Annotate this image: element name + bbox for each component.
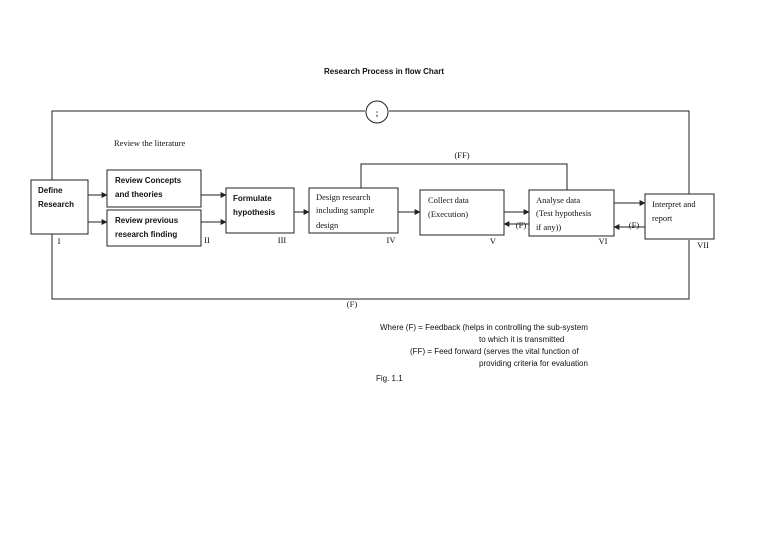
chart-title: Research Process in flow Chart bbox=[324, 67, 444, 76]
box-findings-line1: Review previous bbox=[115, 216, 179, 225]
top-connector-node bbox=[365, 100, 389, 124]
numeral-iii: III bbox=[278, 235, 287, 245]
box-analyse-line3: if any)) bbox=[536, 222, 561, 232]
box-formulate-hypothesis: Formulate hypothesis bbox=[225, 187, 295, 234]
numeral-vii: VII bbox=[697, 240, 709, 250]
outer-loop-top-right bbox=[389, 110, 690, 194]
box-define-line2: Research bbox=[38, 200, 74, 209]
feedback-label-vi-vii: (F) bbox=[629, 220, 640, 230]
box-collect-data: Collect data (Execution) bbox=[419, 189, 505, 236]
legend-line-2: to which it is transmitted bbox=[479, 335, 564, 344]
feed-forward-line bbox=[360, 163, 568, 190]
box-design-line1: Design research bbox=[316, 192, 371, 202]
box-hypothesis-line2: hypothesis bbox=[233, 208, 276, 217]
box-define-research: Define Research bbox=[30, 179, 89, 235]
numeral-iv: IV bbox=[387, 235, 397, 245]
box-define-line1: Define bbox=[38, 186, 63, 195]
box-review-findings: Review previous research finding bbox=[106, 209, 202, 247]
box-concepts-line1: Review Concepts bbox=[115, 176, 182, 185]
box-design-line3: design bbox=[316, 220, 339, 230]
legend-line-4: providing criteria for evaluation bbox=[479, 359, 588, 368]
top-connector-symbol: ; bbox=[376, 109, 379, 118]
feedback-label-v-vi: (F) bbox=[516, 220, 527, 230]
box-analyse-data: Analyse data (Test hypothesis if any)) bbox=[528, 189, 615, 237]
box-design-line2: including sample bbox=[316, 205, 375, 215]
legend-line-1: Where (F) = Feedback (helps in controlli… bbox=[380, 323, 588, 332]
box-design-research: Design research including sample design bbox=[308, 187, 399, 234]
feed-forward-label: (FF) bbox=[454, 150, 469, 160]
numeral-vi: VI bbox=[599, 236, 608, 246]
box-collect-line1: Collect data bbox=[428, 195, 469, 205]
numeral-i: I bbox=[58, 236, 61, 246]
numeral-v: V bbox=[490, 236, 497, 246]
box-interpret-report: Interpret and report bbox=[644, 193, 715, 240]
box-findings-line2: research finding bbox=[115, 230, 177, 239]
box-review-concepts: Review Concepts and theories bbox=[106, 169, 202, 208]
box-hypothesis-line1: Formulate bbox=[233, 194, 272, 203]
figure-label: Fig. 1.1 bbox=[376, 374, 403, 383]
feedback-label-bottom: (F) bbox=[347, 299, 358, 309]
legend-line-3: (FF) = Feed forward (serves the vital fu… bbox=[410, 347, 580, 356]
box-analyse-line1: Analyse data bbox=[536, 195, 580, 205]
box-concepts-line2: and theories bbox=[115, 190, 163, 199]
numeral-ii: II bbox=[204, 235, 210, 245]
outer-loop-bottom bbox=[51, 234, 690, 300]
outer-loop-top bbox=[51, 110, 365, 180]
box-analyse-line2: (Test hypothesis bbox=[536, 208, 591, 218]
review-literature-label: Review the literature bbox=[114, 138, 186, 148]
box-interpret-line1: Interpret and bbox=[652, 199, 696, 209]
box-collect-line2: (Execution) bbox=[428, 209, 468, 219]
box-interpret-line2: report bbox=[652, 213, 673, 223]
